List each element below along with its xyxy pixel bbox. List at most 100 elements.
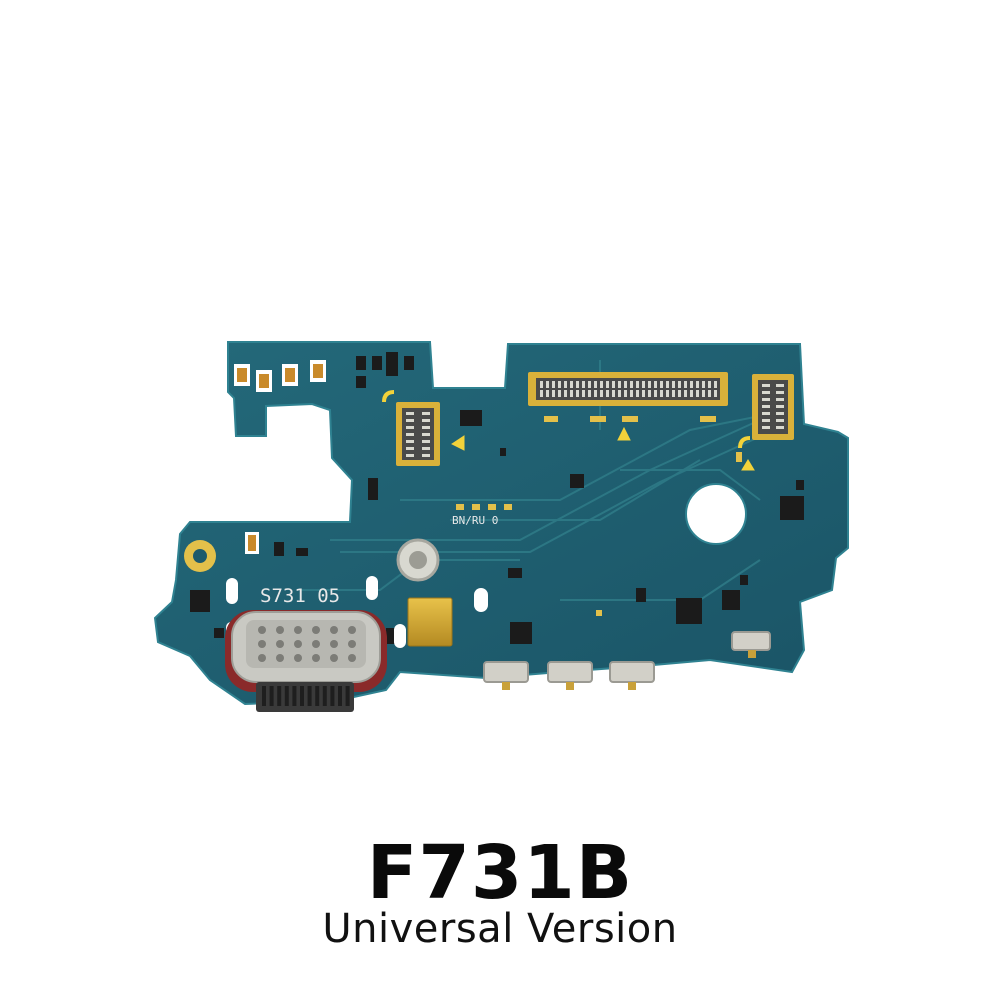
connector-pin: [762, 398, 770, 401]
usb-contact-hole: [258, 626, 266, 634]
connector-pin: [636, 381, 639, 388]
gold-pads: [456, 416, 742, 616]
connector-pin: [762, 391, 770, 394]
connector-pin: [612, 381, 615, 388]
usb-contact-hole: [276, 626, 284, 634]
connector-pin: [648, 390, 651, 397]
connector-pin: [338, 686, 342, 706]
connector-pin: [558, 381, 561, 388]
connector-pin: [284, 686, 289, 706]
usb-contact-hole: [276, 654, 284, 662]
connector-pin: [307, 686, 312, 706]
usb-contact-hole: [312, 654, 320, 662]
connector-pin: [654, 381, 657, 388]
connector-pin: [630, 390, 633, 397]
connector-pin: [624, 390, 627, 397]
connector-pin: [762, 419, 770, 422]
mounting-hole: [685, 483, 747, 545]
usb-contact-hole: [330, 654, 338, 662]
connector-pin: [776, 398, 784, 401]
model-title: F731B: [366, 830, 634, 916]
connector-pin: [606, 381, 609, 388]
connector-pin: [552, 381, 555, 388]
connector-pin: [702, 381, 705, 388]
connector-pin: [612, 390, 615, 397]
connector-pin: [594, 381, 597, 388]
gold-ring-pad: [184, 540, 216, 572]
usb-contact-hole: [330, 626, 338, 634]
board-code-label: S731 05: [260, 585, 340, 607]
connector-pin: [684, 390, 687, 397]
connector-pin: [406, 454, 414, 457]
usb-contact-hole: [348, 626, 356, 634]
smd-components: [190, 352, 804, 644]
connector-pin: [672, 381, 675, 388]
connector-pin: [690, 390, 693, 397]
antenna-contacts: [234, 360, 326, 392]
connector-pin: [696, 381, 699, 388]
connector-pin: [672, 390, 675, 397]
connector-pin: [406, 419, 414, 422]
connector-pin: [600, 381, 603, 388]
connector-pin: [292, 686, 297, 706]
btb-connector-right: [752, 374, 794, 440]
connector-pin: [762, 426, 770, 429]
connector-pin: [576, 390, 579, 397]
connector-pin: [624, 381, 627, 388]
connector-pin: [570, 381, 573, 388]
connector-pin: [277, 686, 282, 706]
connector-pin: [540, 381, 543, 388]
connector-pin: [588, 390, 591, 397]
connector-pin: [345, 686, 350, 706]
usb-contact-hole: [312, 626, 320, 634]
usb-contact-hole: [258, 640, 266, 648]
connector-pin: [618, 390, 621, 397]
connector-pin: [422, 447, 430, 450]
usb-contact-hole: [348, 654, 356, 662]
connector-pin: [330, 686, 335, 706]
connector-pin: [600, 390, 603, 397]
connector-pin: [714, 381, 717, 388]
connector-pin: [406, 412, 414, 415]
connector-pin: [762, 412, 770, 415]
usb-contact-hole: [294, 654, 302, 662]
btb-connector-left: [396, 402, 440, 466]
connector-pin: [654, 390, 657, 397]
connector-pin: [564, 390, 567, 397]
connector-pin: [588, 381, 591, 388]
connector-pin: [776, 405, 784, 408]
connector-pin: [660, 381, 663, 388]
btb-connector-main: [528, 372, 728, 406]
usb-contact-hole: [294, 626, 302, 634]
connector-pin: [300, 686, 304, 706]
connector-pin: [606, 390, 609, 397]
usb-contact-hole: [348, 640, 356, 648]
connector-pin: [708, 381, 711, 388]
connector-pin: [406, 433, 414, 436]
standoff-screw-pad: [396, 538, 440, 582]
connector-pin: [406, 447, 414, 450]
connector-pin: [630, 381, 633, 388]
connector-pin: [678, 381, 681, 388]
connector-pin: [582, 381, 585, 388]
connector-pin: [422, 412, 430, 415]
usb-contact-hole: [330, 640, 338, 648]
connector-pin: [776, 426, 784, 429]
connector-pin: [762, 405, 770, 408]
connector-pin: [422, 454, 430, 457]
connector-pin: [576, 381, 579, 388]
connector-pin: [582, 390, 585, 397]
side-key-switches: [483, 631, 771, 690]
connector-pin: [762, 384, 770, 387]
connector-pin: [322, 686, 327, 706]
usb-contact-hole: [258, 654, 266, 662]
connector-pin: [269, 686, 274, 706]
usb-c-port: [225, 610, 387, 712]
connector-pin: [422, 426, 430, 429]
connector-pin: [776, 384, 784, 387]
connector-pin: [546, 381, 549, 388]
connector-pin: [666, 381, 669, 388]
connector-pin: [315, 686, 320, 706]
connector-pin: [422, 433, 430, 436]
